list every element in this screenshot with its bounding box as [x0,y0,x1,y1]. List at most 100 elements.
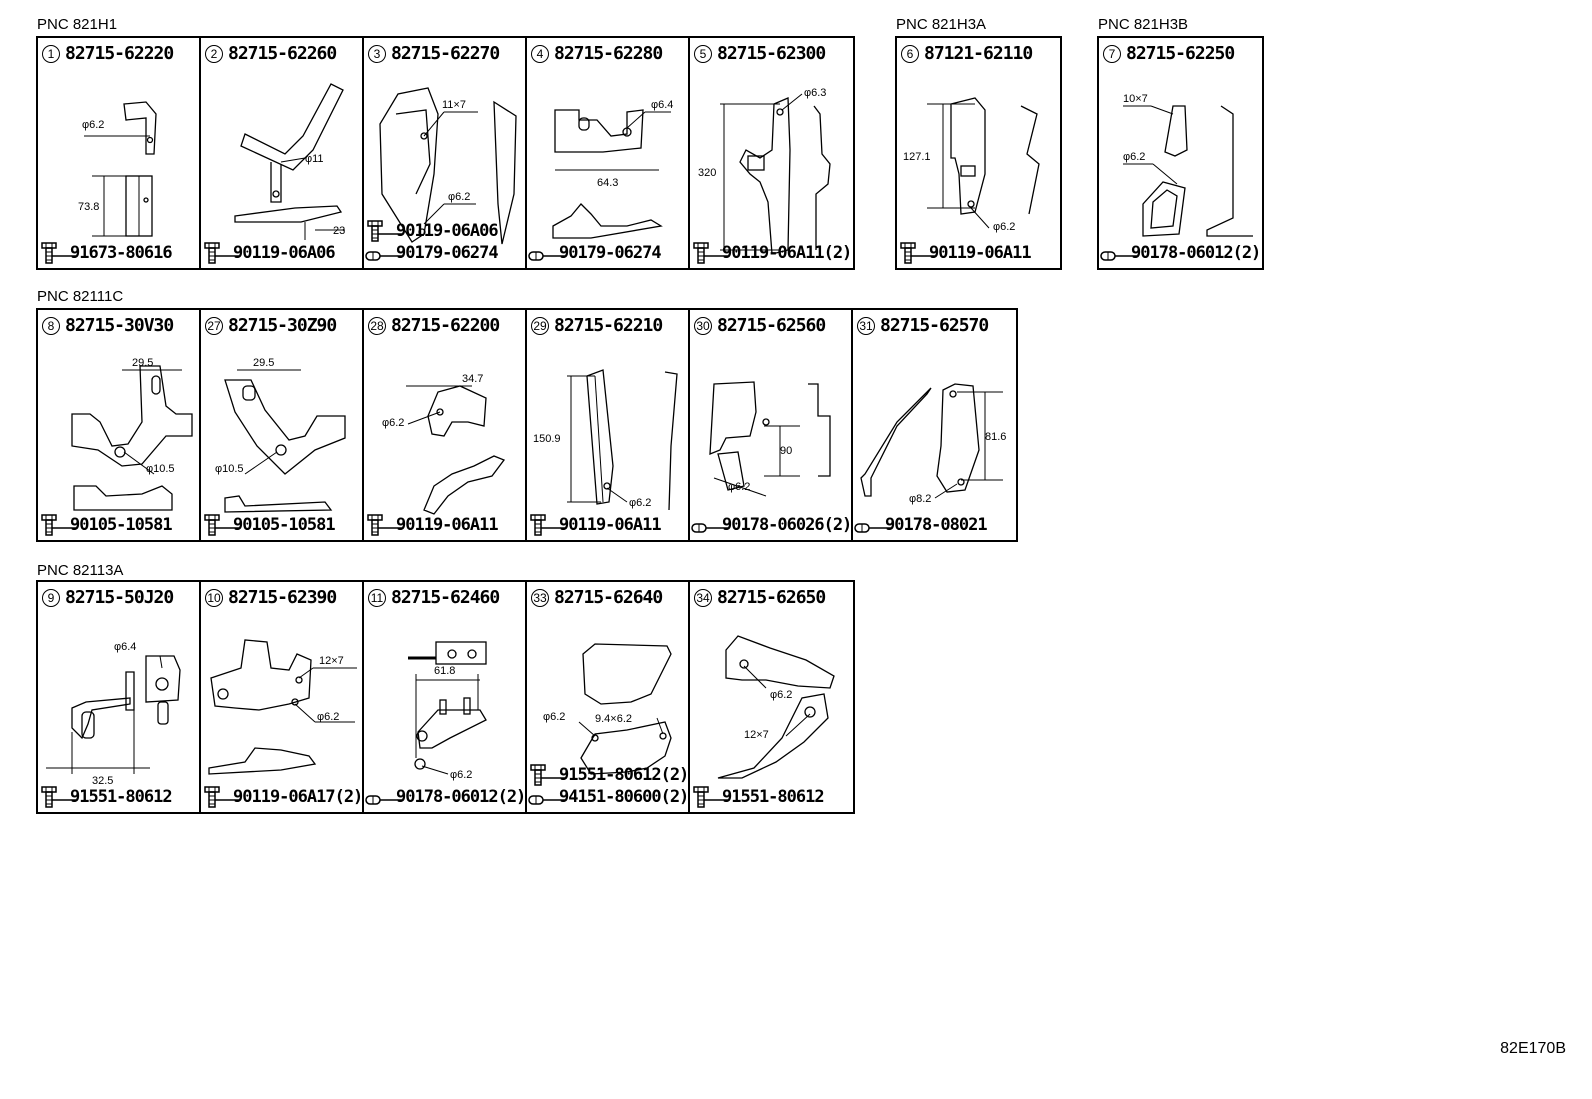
dim-label: 81.6 [985,431,1006,443]
bracket-drawing: 12×7 φ6.2 [205,614,360,779]
hardware-part-number: 90178-08021 [885,515,988,535]
hardware-list: 90119-06A11 [897,242,1032,264]
pnc-label-821h3b: PNC 821H3B [1098,16,1189,33]
hardware-row: 94151-80600(2) [527,786,688,808]
dim-label: 127.1 [903,151,931,163]
clip-icon [1099,242,1137,264]
hardware-row: 90119-06A11 [364,514,499,536]
bracket-drawing: φ6.2 12×7 [694,614,849,779]
pnc-label-821h1: PNC 821H1 [37,16,118,33]
hardware-part-number: 91551-80612 [722,787,825,807]
pnc-label-82113a: PNC 82113A [37,562,124,579]
dim-label: 32.5 [92,775,113,787]
clip-icon [364,242,402,264]
dim-label: 61.8 [434,665,455,677]
bracket-line-art: 90 φ6.2 [709,381,831,497]
part-number: 82715-62300 [717,43,826,64]
bracket-drawing: 29.5 φ10.5 [205,342,360,513]
dim-label: φ6.2 [82,119,104,131]
hardware-part-number: 90119-06A11(2) [722,243,852,263]
pnc-label-821h3a: PNC 821H3A [896,16,987,33]
clip-icon [690,514,728,536]
hardware-list: 90119-06A11(2) [690,242,852,264]
hardware-row: 90179-06274 [364,242,499,264]
callout-number: 6 [901,44,919,63]
bracket-drawing: φ11 23 [205,70,360,240]
figure-id: 82E170B [1500,1040,1566,1057]
callout-number: 28 [368,316,386,335]
bracket-drawing: φ6.4 32.5 [42,614,197,787]
part-number: 82715-62390 [228,587,337,608]
dim-label: 150.9 [533,433,561,445]
bolt-icon [527,764,565,786]
part-number: 82715-62270 [391,43,500,64]
callout-number: 33 [531,588,549,607]
hardware-row: 90119-06A11 [897,242,1032,264]
dim-label: 23 [333,225,345,237]
callout-number: 10 [205,588,223,607]
bracket-drawing: 10×7 φ6.2 [1103,70,1258,237]
dim-label: 73.8 [78,201,99,213]
pnc-label-82111c: PNC 82111C [37,288,124,305]
bracket-line-art: φ6.2 12×7 [717,635,835,779]
hardware-row: 90178-08021 [853,514,988,536]
part-header: 3 82715-62270 [368,43,500,64]
bolt-icon [364,220,402,242]
bracket-drawing: 61.8 φ6.2 [368,614,523,781]
part-number: 82715-30V30 [65,315,174,336]
bolt-icon [38,786,76,808]
hardware-list: 90105-10581 [201,514,336,536]
hardware-list: 91551-80612 [38,786,173,808]
hardware-list: 90119-06A11 [364,514,499,536]
bracket-line-art: φ6.4 64.3 [552,99,673,239]
dim-label: φ6.2 [448,191,470,203]
dim-label: φ8.2 [909,493,931,505]
part-number: 82715-62260 [228,43,337,64]
bracket-line-art: 12×7 φ6.2 [208,639,357,775]
hardware-part-number: 90119-06A11 [396,515,499,535]
dim-label: 11×7 [442,99,466,111]
callout-number: 3 [368,44,386,63]
dim-label: 29.5 [253,357,274,369]
bolt-icon [897,242,935,264]
dim-label: 29.5 [132,357,153,369]
hardware-row: 90119-06A06 [201,242,336,264]
part-number: 82715-62650 [717,587,826,608]
bolt-icon [364,514,402,536]
bracket-line-art: 29.5 φ10.5 [71,357,193,511]
bracket-line-art: 11×7 φ6.2 [379,87,517,245]
hardware-part-number: 90105-10581 [70,515,173,535]
dim-label: φ6.2 [629,497,651,509]
dim-label: φ10.5 [215,463,244,475]
hardware-part-number: 90105-10581 [233,515,336,535]
callout-number: 1 [42,44,60,63]
bracket-drawing: 150.9 φ6.2 [531,342,686,511]
dim-label: φ6.2 [382,417,404,429]
hardware-part-number: 91673-80616 [70,243,173,263]
bracket-line-art: 320 φ6.3 [698,87,831,254]
part-header: 10 82715-62390 [205,587,337,608]
bracket-drawing: 29.5 φ10.5 [42,342,197,511]
part-number: 82715-62250 [1126,43,1235,64]
part-number: 82715-62280 [554,43,663,64]
dim-label: φ6.2 [1123,151,1145,163]
dim-label: φ11 [305,153,324,165]
bracket-line-art: φ6.2 73.8 [78,101,157,237]
dim-label: 64.3 [597,177,618,189]
